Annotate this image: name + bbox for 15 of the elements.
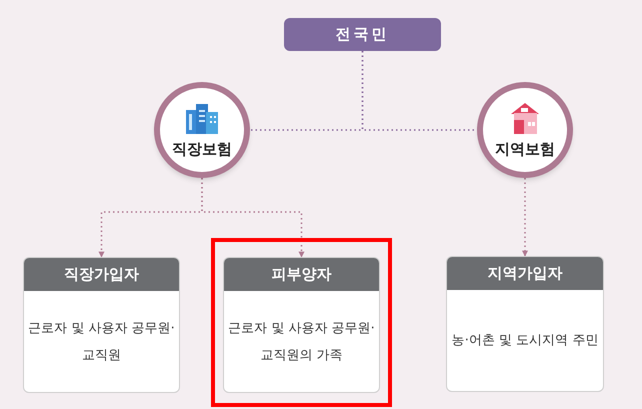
circle-label: 지역보험	[495, 138, 555, 160]
category-box	[284, 18, 441, 51]
card-description: 농·어촌 및 도시지역 주민	[452, 332, 598, 350]
member-card	[23, 257, 180, 393]
card-description: 근로자 및 사용자 공무원·교직원의 가족	[228, 320, 375, 364]
connector-arrow	[201, 178, 304, 258]
card-title: 피부양자	[272, 264, 332, 286]
member-card	[446, 256, 604, 392]
member-card	[223, 257, 380, 393]
card-title: 직장가입자	[64, 264, 139, 286]
card-description: 근로자 및 사용자 공무원·교직원	[28, 320, 175, 364]
box-title: 전국민	[336, 24, 390, 46]
card-title: 지역가입자	[488, 263, 562, 284]
circle-label: 직장보험	[172, 138, 232, 160]
connector-arrow	[522, 178, 528, 257]
